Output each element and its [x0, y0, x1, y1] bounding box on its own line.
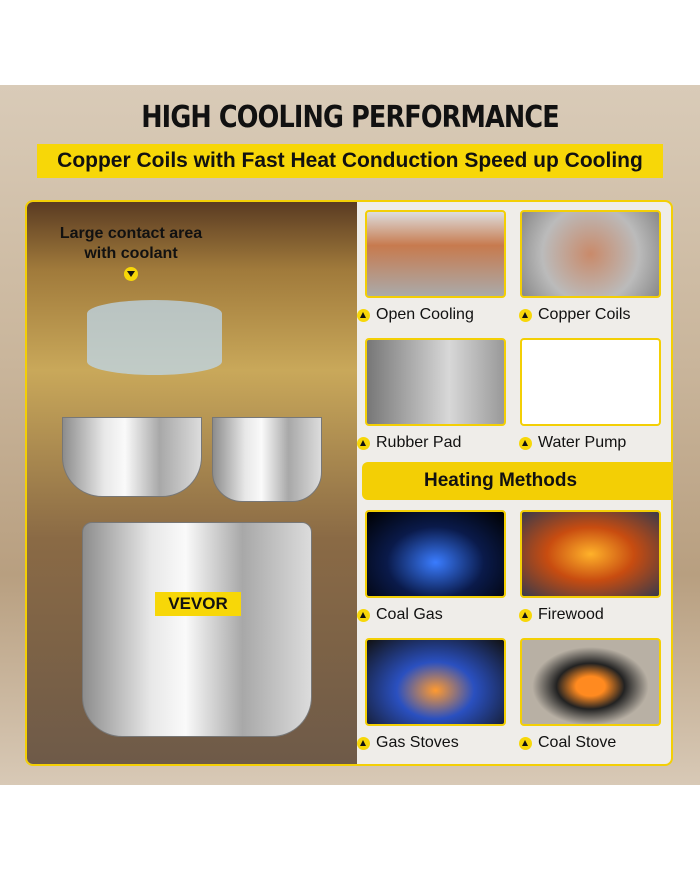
label: Gas Stoves — [376, 734, 459, 751]
triangle-icon — [357, 308, 370, 322]
triangle-icon — [357, 736, 370, 750]
triangle-icon — [519, 608, 532, 622]
component-open-cooling: Open Cooling — [357, 306, 474, 324]
triangle-icon — [357, 436, 370, 450]
label: Coal Stove — [538, 734, 617, 751]
thumper-pot — [212, 417, 322, 502]
gas-stoves-image — [365, 638, 506, 726]
triangle-icon — [519, 736, 532, 750]
boiler-pot — [82, 522, 312, 737]
vevor-logo: VEVOR — [155, 592, 241, 616]
coal-stove-image — [520, 638, 661, 726]
open-cooling-image — [365, 210, 506, 298]
triangle-icon — [357, 608, 370, 622]
triangle-icon — [519, 436, 532, 450]
label: Rubber Pad — [376, 434, 462, 451]
component-water-pump: Water Pump — [519, 434, 626, 452]
coal-gas-image — [365, 510, 506, 598]
heating-coal-gas: Coal Gas — [357, 606, 443, 624]
component-copper-coils: Copper Coils — [519, 306, 630, 324]
triangle-icon — [519, 308, 532, 322]
contact-area-callout: Large contact area with coolant — [41, 224, 221, 287]
heating-methods-heading: Heating Methods — [362, 462, 671, 500]
component-rubber-pad: Rubber Pad — [357, 434, 461, 452]
callout-line-2: with coolant — [84, 245, 178, 262]
label: Copper Coils — [538, 306, 631, 323]
label: Firewood — [538, 606, 604, 623]
label: Coal Gas — [376, 606, 443, 623]
label: Open Cooling — [376, 306, 474, 323]
rubber-pad-image — [365, 338, 506, 426]
firewood-image — [520, 510, 661, 598]
coolant-illustration — [87, 300, 222, 375]
label: Water Pump — [538, 434, 627, 451]
copper-coils-image — [520, 210, 661, 298]
heating-firewood: Firewood — [519, 606, 604, 624]
product-photo: Large contact area with coolant VEVOR — [27, 202, 357, 764]
callout-line-1: Large contact area — [59, 225, 203, 242]
heating-coal-stove: Coal Stove — [519, 734, 616, 752]
water-pump-image — [520, 338, 661, 426]
subtitle-banner: Copper Coils with Fast Heat Conduction S… — [37, 144, 663, 178]
feature-panel: Large contact area with coolant VEVOR Op… — [25, 200, 673, 766]
heating-gas-stoves: Gas Stoves — [357, 734, 459, 752]
page-title: HIGH COOLING PERFORMANCE — [141, 100, 559, 135]
cooling-pot — [62, 417, 202, 497]
arrow-down-icon — [124, 267, 138, 281]
